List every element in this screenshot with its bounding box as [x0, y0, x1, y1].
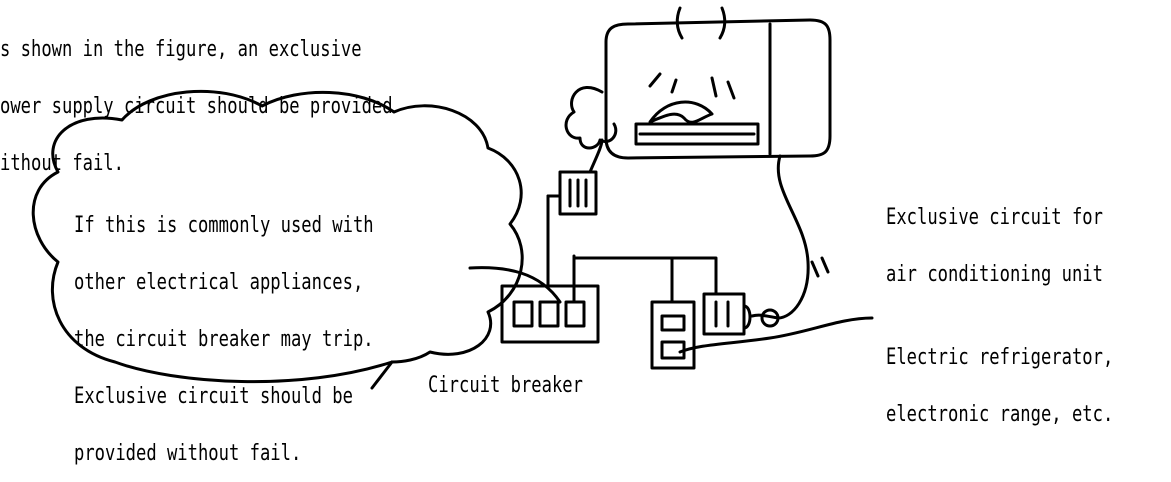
outlet-face-lower — [660, 340, 686, 360]
breaker-input-wires — [468, 254, 576, 304]
plug-cord — [588, 138, 604, 174]
thought-bubble — [31, 89, 524, 384]
intro-line-1: s shown in the figure, an exclusive — [0, 37, 362, 62]
thought-bubble-text: If this is commonly used with other elec… — [74, 178, 374, 482]
bubble-tail — [370, 360, 394, 390]
exclusive-label-line-1: Exclusive circuit for — [886, 205, 1103, 230]
air-conditioner-vent — [634, 122, 760, 146]
sad-eye-right — [710, 76, 736, 100]
air-conditioner-hand — [564, 86, 618, 150]
wiring-illustration — [31, 6, 874, 390]
exclusive-outlet — [558, 170, 598, 216]
appliances-label-line-2: electronic range, etc. — [886, 402, 1114, 427]
appliance-cord — [678, 316, 874, 354]
outlet-face-upper — [660, 314, 686, 332]
bubble-line-1: If this is commonly used with — [74, 213, 374, 238]
circuit-breaker-label: Circuit breaker — [428, 373, 583, 398]
exclusive-label-line-2: air conditioning unit — [886, 262, 1103, 287]
bubble-line-4: Exclusive circuit should be — [74, 384, 353, 409]
bubble-line-3: the circuit breaker may trip. — [74, 327, 374, 352]
exclusive-circuit-label: Exclusive circuit for air conditioning u… — [886, 170, 1103, 303]
sad-eye-left — [648, 72, 678, 94]
appliance-outlet-2 — [702, 292, 746, 336]
breaker-switch-3 — [564, 300, 586, 328]
intro-line-3: ithout fail. — [0, 151, 124, 176]
breaker-switch-2 — [538, 300, 560, 328]
plug-head — [760, 308, 780, 328]
motion-marks — [810, 256, 830, 278]
intro-line-2: ower supply circuit should be provided — [0, 94, 393, 119]
air-conditioner-unit — [604, 18, 832, 160]
circuit-breaker-panel — [500, 284, 600, 344]
bubble-line-2: other electrical appliances, — [74, 270, 364, 295]
appliances-label: Electric refrigerator, electronic range,… — [886, 310, 1113, 443]
worry-lines — [675, 6, 727, 40]
appliances-label-line-1: Electric refrigerator, — [886, 345, 1114, 370]
sad-mouth — [648, 100, 714, 124]
power-cord — [776, 154, 810, 320]
appliance-outlet-1 — [650, 300, 696, 370]
shared-circuit-wire — [572, 256, 718, 296]
bubble-line-5: provided without fail. — [74, 441, 302, 466]
intro-paragraph: s shown in the figure, an exclusive ower… — [0, 2, 393, 192]
breaker-switch-1 — [512, 300, 534, 328]
